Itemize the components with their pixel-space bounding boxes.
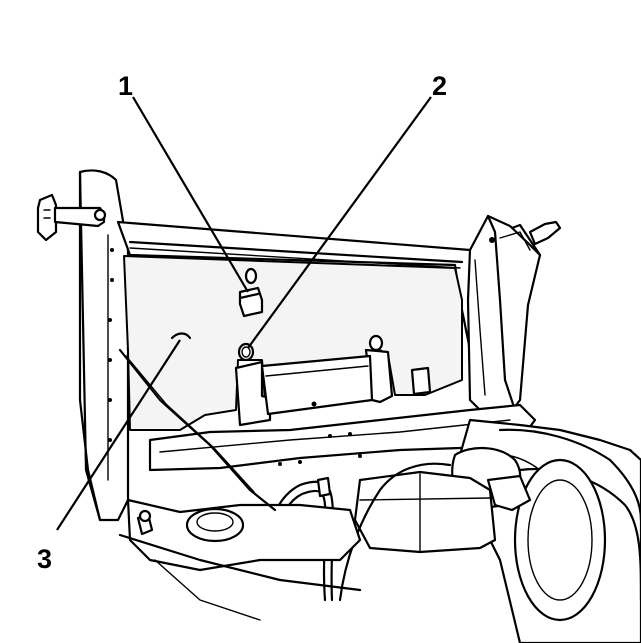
leader-line-1 [132, 96, 249, 293]
engine-center-components [353, 470, 532, 554]
hood-left-edge [78, 169, 130, 522]
callout-3: 3 [37, 544, 52, 574]
retainer-hole [237, 334, 384, 362]
leader-line-3 [56, 339, 181, 531]
hood-right-support [466, 214, 562, 422]
hood-prop-rod [118, 348, 277, 512]
insulator-clip [238, 267, 264, 318]
callout-2: 2 [432, 71, 447, 101]
hood-brace [234, 348, 432, 427]
leader-line-2 [247, 96, 432, 349]
callout-1: 1 [118, 71, 133, 101]
engine-compartment-left [118, 498, 362, 621]
hood-hinge-left [36, 193, 107, 242]
